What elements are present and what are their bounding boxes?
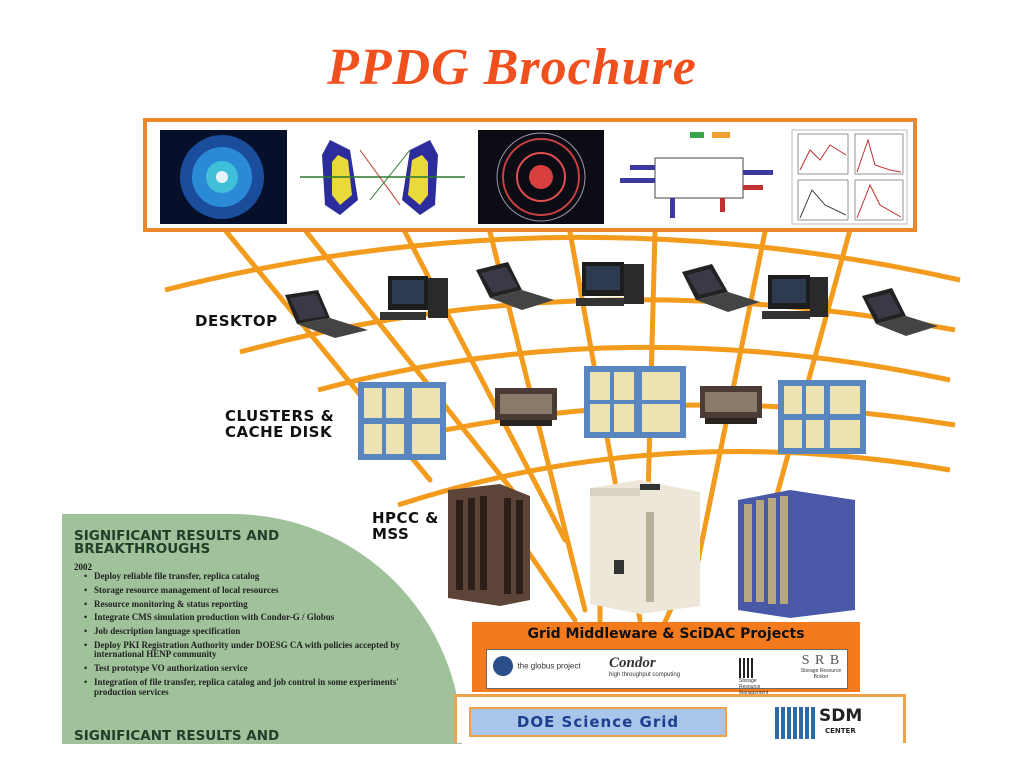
laptop-icon (682, 264, 760, 312)
cluster-rack-icon (358, 382, 446, 460)
middleware-title: Grid Middleware & SciDAC Projects (527, 626, 805, 642)
sdm-grid-icon (775, 707, 815, 739)
page-title: PPDG Brochure (327, 39, 697, 96)
radial-line (302, 227, 523, 503)
condor-logo: Condor high throughput computing (609, 656, 680, 679)
results-item: Deploy PKI Registration Authority under … (82, 640, 432, 660)
results-heading-continued: SIGNIFICANT RESULTS AND (74, 728, 280, 744)
desktop-computer-icon (762, 275, 828, 319)
globus-logo-text: the globus project (517, 661, 581, 671)
results-heading: SIGNIFICANT RESULTS AND BREAKTHROUGHS (74, 528, 354, 557)
results-list: Deploy reliable file transfer, replica c… (82, 571, 432, 701)
radial-line (767, 227, 853, 523)
srb-logo-text: S R B (801, 653, 841, 668)
results-item: Test prototype VO authorization service (82, 664, 432, 674)
srb-logo: S R B Storage Resource Broker (799, 653, 843, 680)
arc-clusters-top (317, 344, 951, 393)
results-heading-line-2: BREAKTHROUGHS (74, 541, 211, 557)
tape-storage-icon (590, 480, 700, 614)
event-display-1 (160, 130, 287, 224)
hpcc-tier-machines (448, 480, 855, 618)
tier-label-clusters-line-2: CACHE DISK (225, 423, 333, 441)
middleware-logos: the globus project Condor high throughpu… (486, 649, 848, 696)
results-item: Integration of file transfer, replica ca… (82, 677, 432, 697)
grid-arcs (164, 234, 961, 508)
laptop-icon (862, 288, 938, 336)
supercomputer-cabinet-icon (738, 490, 855, 618)
results-item: Storage resource management of local res… (82, 585, 432, 596)
results-item: Resource monitoring & status reporting (82, 599, 432, 610)
desktop-tier-machines (285, 262, 938, 338)
results-heading-line-1: SIGNIFICANT RESULTS AND (74, 528, 280, 544)
srm-icon (739, 658, 753, 678)
event-display-4 (612, 130, 784, 224)
sdm-logo-text: SDM (819, 706, 863, 726)
event-display-3 (478, 130, 604, 224)
results-item: Job description language specification (82, 627, 432, 637)
laptop-icon (285, 290, 368, 338)
tier-label-desktop: DESKTOP (195, 313, 278, 329)
tier-label-hpcc-line-1: HPCC & (372, 509, 439, 527)
disk-array-icon (495, 388, 557, 426)
sdm-center-logo: SDM CENTER (775, 707, 885, 741)
doe-science-grid-logo: DOE Science Grid (469, 707, 727, 737)
desktop-computer-icon (380, 276, 448, 320)
results-item: Integrate CMS simulation production with… (82, 613, 432, 623)
arc-hpcc (397, 448, 951, 508)
results-year: 2002 (74, 562, 92, 572)
condor-logo-text: Condor (609, 655, 656, 671)
tier-label-hpcc-line-2: MSS (372, 525, 410, 543)
cluster-rack-icon (778, 380, 866, 454)
tier-label-hpcc: HPCC & MSS (372, 510, 439, 542)
arc-top (164, 234, 961, 293)
tier-label-clusters-line-1: CLUSTERS & (225, 407, 335, 425)
srb-tagline: Storage Resource Broker (800, 668, 842, 680)
doe-panel: DOE Science Grid SDM CENTER (454, 694, 906, 743)
condor-tagline: high throughput computing (609, 672, 681, 678)
supercomputer-cabinet-icon (448, 484, 530, 606)
event-display-2 (295, 130, 470, 224)
middleware-box: Grid Middleware & SciDAC Projects the gl… (472, 622, 860, 696)
tier-label-clusters: CLUSTERS & CACHE DISK (225, 408, 334, 440)
laptop-icon (476, 262, 554, 310)
histogram-panels (791, 129, 908, 225)
srm-logo: Storage Resource Management (739, 658, 791, 696)
disk-array-icon (700, 386, 762, 424)
desktop-computer-icon (576, 262, 644, 306)
globus-icon (493, 656, 513, 676)
results-item: Deploy reliable file transfer, replica c… (82, 571, 432, 582)
cluster-tier-machines (358, 366, 866, 460)
globus-logo: the globus project (493, 656, 581, 676)
sdm-logo-subtext: CENTER (825, 727, 856, 735)
cluster-rack-icon (584, 366, 686, 438)
srm-logo-text: Storage Resource Management (739, 678, 769, 696)
tier-label-desktop-line: DESKTOP (195, 312, 278, 330)
